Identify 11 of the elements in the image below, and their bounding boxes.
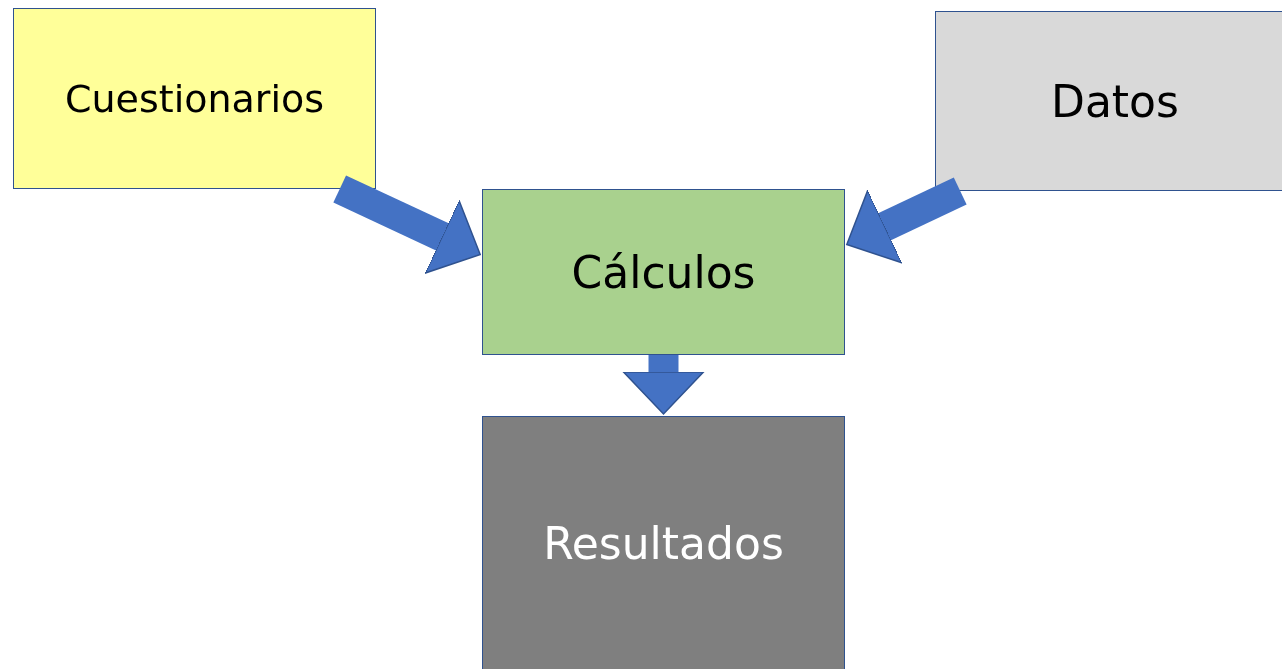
node-label: Cálculos (571, 246, 756, 298)
node-label: Cuestionarios (64, 76, 325, 121)
process-box (935, 11, 1282, 191)
process-box (482, 189, 845, 355)
block-arrow (846, 177, 967, 264)
block-arrow (622, 355, 705, 415)
block-arrow (333, 175, 481, 274)
node-label: Resultados (543, 518, 784, 569)
process-box (482, 416, 845, 669)
node-label: Datos (1051, 75, 1179, 127)
process-box (13, 8, 376, 189)
